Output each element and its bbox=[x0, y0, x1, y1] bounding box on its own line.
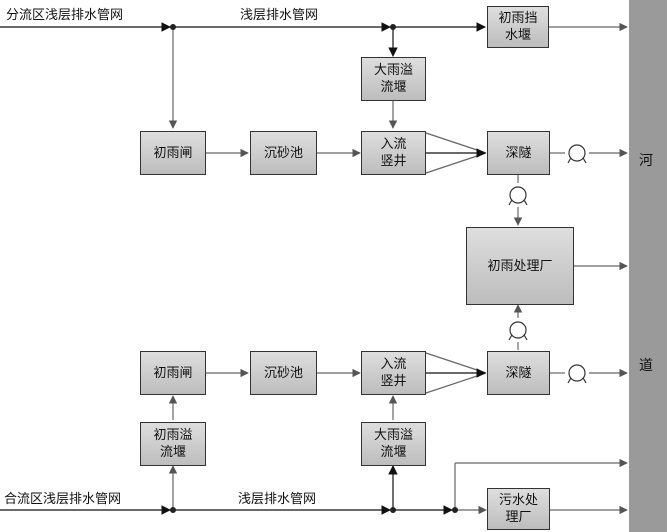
sewage-plant-box: 污水处 理厂 bbox=[487, 488, 550, 530]
top-weir-box: 初雨挡 水堰 bbox=[487, 6, 549, 48]
bottom-deep-tunnel-box: 深隧 bbox=[487, 351, 550, 395]
top-deep-tunnel-box: 深隧 bbox=[487, 131, 550, 175]
top-mid-pipe-label: 浅层排水管网 bbox=[240, 8, 319, 23]
river-label-1: 河 bbox=[639, 153, 653, 169]
pump-icon-bottom-up bbox=[508, 321, 528, 341]
bottom-inflow-shaft-box: 入流 竖井 bbox=[361, 351, 426, 395]
bottom-gate-box: 初雨闸 bbox=[140, 351, 206, 395]
pump-icon-top-down bbox=[508, 186, 528, 206]
bottom-grit-chamber-box: 沉砂池 bbox=[250, 351, 317, 395]
top-inflow-shaft-box: 入流 竖井 bbox=[361, 131, 426, 175]
bottom-mid-pipe-label: 浅层排水管网 bbox=[238, 492, 317, 507]
river-label-2: 道 bbox=[639, 358, 653, 374]
treatment-plant-box: 初雨处理厂 bbox=[466, 227, 574, 305]
pump-icon-top-right bbox=[567, 144, 587, 164]
bottom-initial-overflow-weir-box: 初雨溢 流堰 bbox=[140, 422, 206, 466]
bottom-left-pipe-label: 合流区浅层排水管网 bbox=[4, 492, 122, 507]
river-bar bbox=[629, 0, 667, 532]
pump-icon-bottom-right bbox=[567, 364, 587, 384]
top-gate-box: 初雨闸 bbox=[140, 131, 206, 175]
top-overflow-weir-box: 大雨溢 流堰 bbox=[361, 57, 426, 101]
bottom-overflow-weir-box: 大雨溢 流堰 bbox=[361, 422, 426, 466]
top-grit-chamber-box: 沉砂池 bbox=[250, 131, 317, 175]
top-left-pipe-label: 分流区浅层排水管网 bbox=[6, 8, 124, 23]
